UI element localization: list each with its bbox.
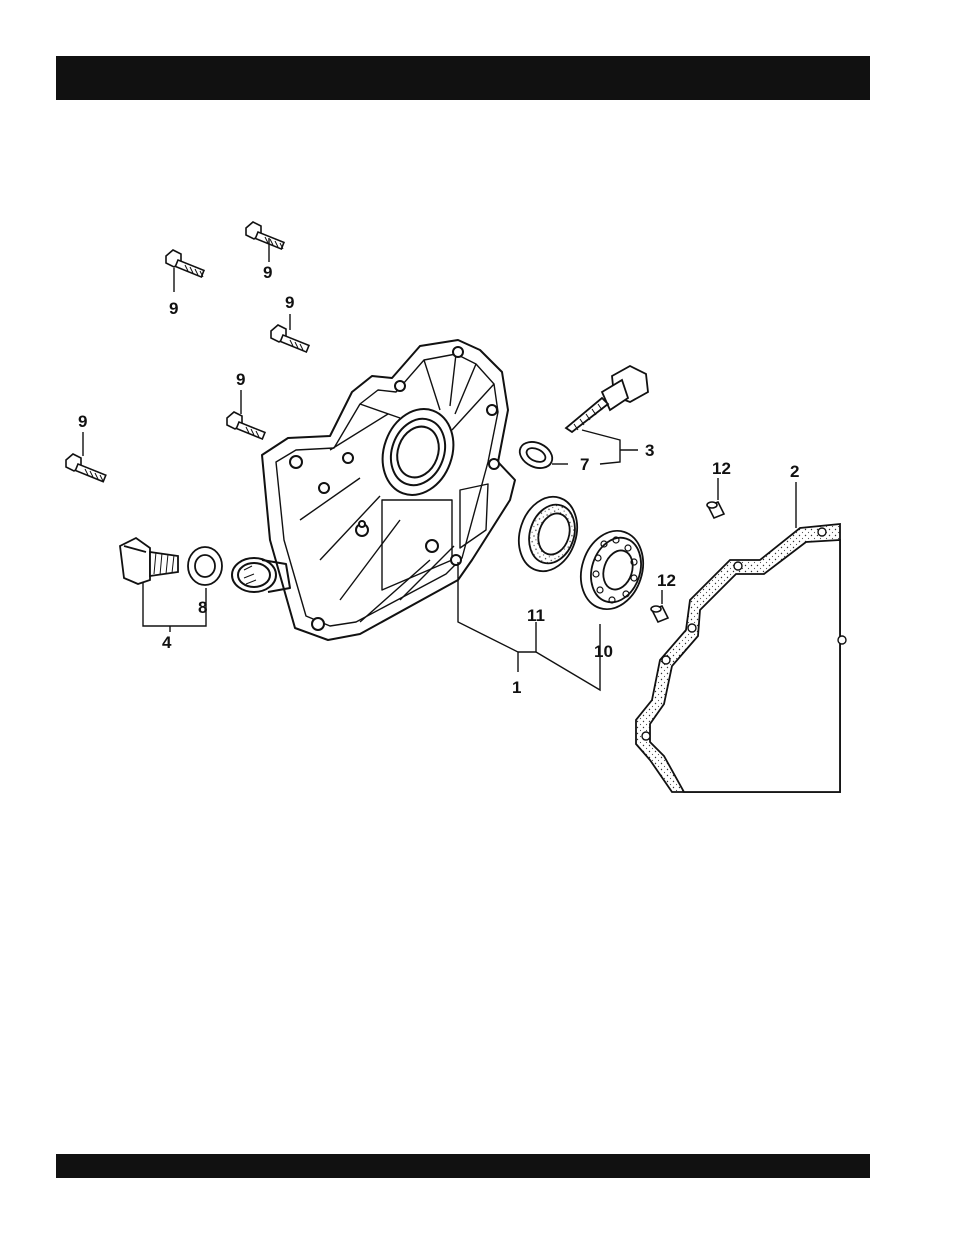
- oil-seal-11: [510, 489, 587, 579]
- callout-12: 12: [657, 571, 676, 590]
- washer-8: [188, 547, 222, 585]
- bolt-9-d: [227, 412, 265, 439]
- callout-7: 7: [580, 455, 589, 474]
- callout-9: 9: [78, 412, 87, 431]
- callout-1: 1: [512, 678, 521, 697]
- callout-9: 9: [169, 299, 178, 318]
- bolt-9-e: [66, 454, 106, 482]
- dowel-pin-12-a: [707, 502, 724, 518]
- callout-9: 9: [285, 293, 294, 312]
- callout-4: 4: [162, 633, 172, 652]
- bolt-9-b: [246, 222, 284, 249]
- callout-3: 3: [645, 441, 654, 460]
- dipstick-cap: [566, 366, 648, 432]
- bearing-10: [571, 523, 653, 618]
- callout-12: 12: [712, 459, 731, 478]
- callout-10: 10: [594, 642, 613, 661]
- bolt-9-a: [166, 250, 204, 277]
- crankcase-cover: [232, 340, 515, 640]
- callout-11: 11: [527, 606, 545, 625]
- drain-plug: [120, 538, 178, 584]
- callout-2: 2: [790, 462, 799, 481]
- callout-9: 9: [263, 263, 272, 282]
- gasket-2: [636, 524, 846, 792]
- callout-8: 8: [198, 598, 207, 617]
- dowel-pin-12-b: [651, 606, 668, 622]
- o-ring-7: [516, 437, 557, 473]
- callout-9: 9: [236, 370, 245, 389]
